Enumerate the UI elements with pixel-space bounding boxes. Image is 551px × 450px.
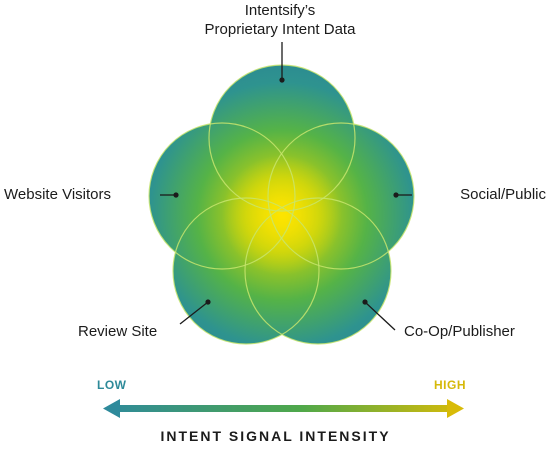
venn-fill: [149, 65, 414, 344]
label-top-line2: Proprietary Intent Data: [204, 21, 356, 38]
scale-high-label: HIGH: [434, 378, 466, 392]
label-top-line1: Intentsify’s: [244, 2, 316, 19]
label-co-op-publisher: Co-Op/Publisher: [404, 323, 515, 340]
label-proprietary-intent-data: Intentsify’s Proprietary Intent Data: [150, 1, 410, 39]
leader-line-bottom-right: [364, 301, 396, 331]
circle-website-visitors: [148, 122, 296, 270]
scale-low-label: LOW: [97, 378, 127, 392]
leader-dot-top: [279, 77, 285, 83]
leader-line-bottom-left: [179, 301, 209, 325]
circle-review-site: [172, 197, 320, 345]
intensity-arrow: [103, 399, 464, 418]
label-social-public: Social/Public: [460, 186, 546, 203]
circle-co-op-publisher: [244, 197, 392, 345]
intent-signal-intensity-title: INTENT SIGNAL INTENSITY: [160, 428, 391, 444]
circle-social-public: [267, 122, 415, 270]
leader-dot-right: [393, 192, 399, 198]
leader-dot-left: [173, 192, 179, 198]
label-review-site: Review Site: [78, 323, 158, 340]
label-website-visitors: Website Visitors: [4, 186, 111, 203]
leader-dot-bottom-left: [205, 299, 211, 305]
leader-dot-bottom-right: [362, 299, 368, 305]
